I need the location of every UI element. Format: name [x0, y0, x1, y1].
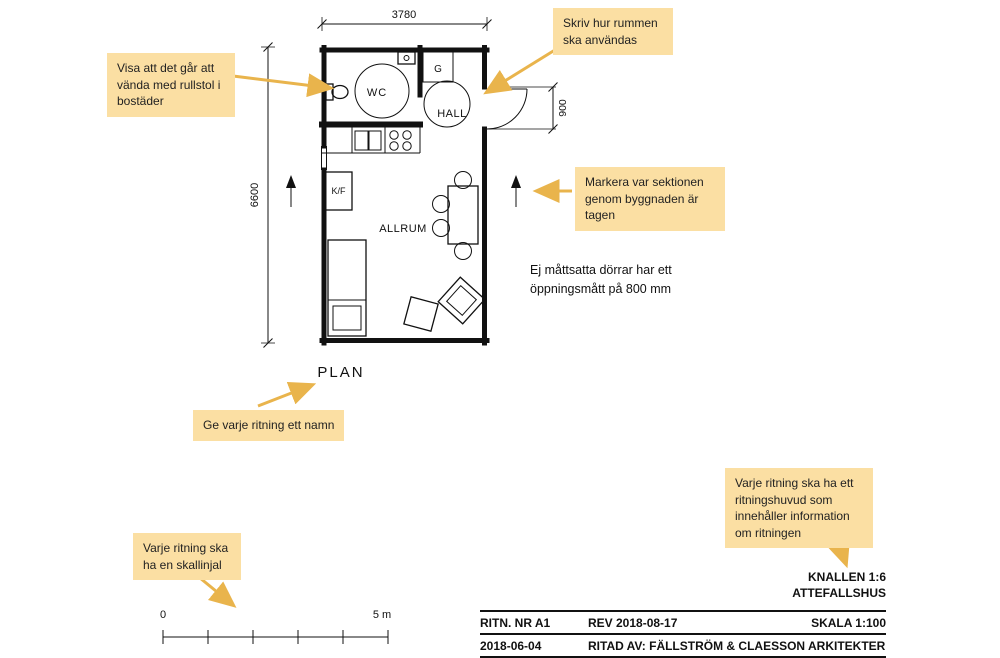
title-block-row-2: 2018-06-04 RITAD AV: FÄLLSTRÖM & CLAESSO… [480, 632, 886, 656]
dimension-height: 6600 [249, 42, 275, 348]
kitchen-counter: K/F [322, 127, 421, 211]
hall-turning-circle [423, 80, 471, 128]
dimension-width: 3780 [317, 9, 492, 31]
fridge-freezer: K/F [324, 171, 353, 211]
dining-table-icon [432, 171, 479, 260]
title-block: KNALLEN 1:6 ATTEFALLSHUS RITN. NR A1 REV… [480, 570, 886, 658]
dim-label-height: 6600 [249, 183, 261, 207]
revision-date: REV 2018-08-17 [588, 615, 678, 630]
wc-room: WC [325, 51, 416, 119]
callout-wheelchair: Visa att det går att vända med rullstol … [107, 53, 235, 117]
title-block-bottom-rule [480, 655, 886, 658]
arrow-drawing-name [257, 381, 317, 408]
toilet-icon [325, 83, 349, 101]
drawing-scale: SKALA 1:100 [811, 615, 886, 630]
section-marker-right [511, 175, 521, 207]
armchair-icon [437, 276, 486, 325]
window-symbol [321, 146, 327, 170]
allrum-room: ALLRUM [327, 171, 486, 337]
callout-drawing-name: Ge varje ritning ett namn [193, 410, 345, 441]
building-type: ATTEFALLSHUS [792, 585, 886, 600]
door-note: Ej måttsatta dörrar har ett öppningsmått… [530, 263, 672, 296]
callout-room-use: Skriv hur rummen ska användas [553, 8, 673, 56]
section-marker-left [286, 175, 296, 207]
hall-room: G HALL [422, 51, 528, 130]
callout-title-block: Varje ritning ska ha ett ritningshuvud s… [725, 468, 873, 549]
callout-section: Markera var sektionen genom byggnaden är… [575, 167, 725, 231]
sink-icon [397, 51, 416, 65]
room-label-wc: WC [367, 87, 387, 99]
wheelchair-turning-circle [354, 63, 410, 119]
room-label-hall: HALL [437, 108, 467, 120]
dimension-door: 900 [489, 82, 569, 134]
callout-scale-bar: Varje ritning ska ha en skallinjal [133, 533, 241, 581]
room-label-kf: K/F [331, 186, 346, 196]
kitchen-sink-icon [354, 130, 382, 151]
scale-bar: 0 5 m [160, 609, 391, 644]
room-label-g: G [434, 64, 442, 75]
project-name: KNALLEN 1:6 [807, 570, 886, 584]
drawing-date: 2018-06-04 [480, 638, 542, 653]
arrow-room-use [483, 43, 564, 95]
plan-title: PLAN [317, 364, 364, 381]
wardrobe-box [422, 51, 454, 83]
dim-label-door: 900 [557, 99, 569, 117]
drawing-author: RITAD AV: FÄLLSTRÖM & CLAESSON ARKITEKTE… [588, 638, 886, 653]
room-label-allrum: ALLRUM [379, 223, 427, 235]
stove-icon [389, 130, 412, 151]
entry-door-swing [486, 88, 528, 130]
side-table-icon [403, 296, 439, 332]
scale-bar-zero: 0 [160, 609, 166, 621]
arrow-wheelchair [232, 73, 335, 98]
drawing-number: RITN. NR A1 [480, 615, 551, 630]
plan-walls [319, 45, 490, 346]
title-block-row-1: RITN. NR A1 REV 2018-08-17 SKALA 1:100 [480, 609, 886, 633]
scale-bar-five: 5 m [373, 609, 391, 621]
dim-label-width: 3780 [392, 9, 416, 21]
bed-icon [327, 239, 367, 337]
